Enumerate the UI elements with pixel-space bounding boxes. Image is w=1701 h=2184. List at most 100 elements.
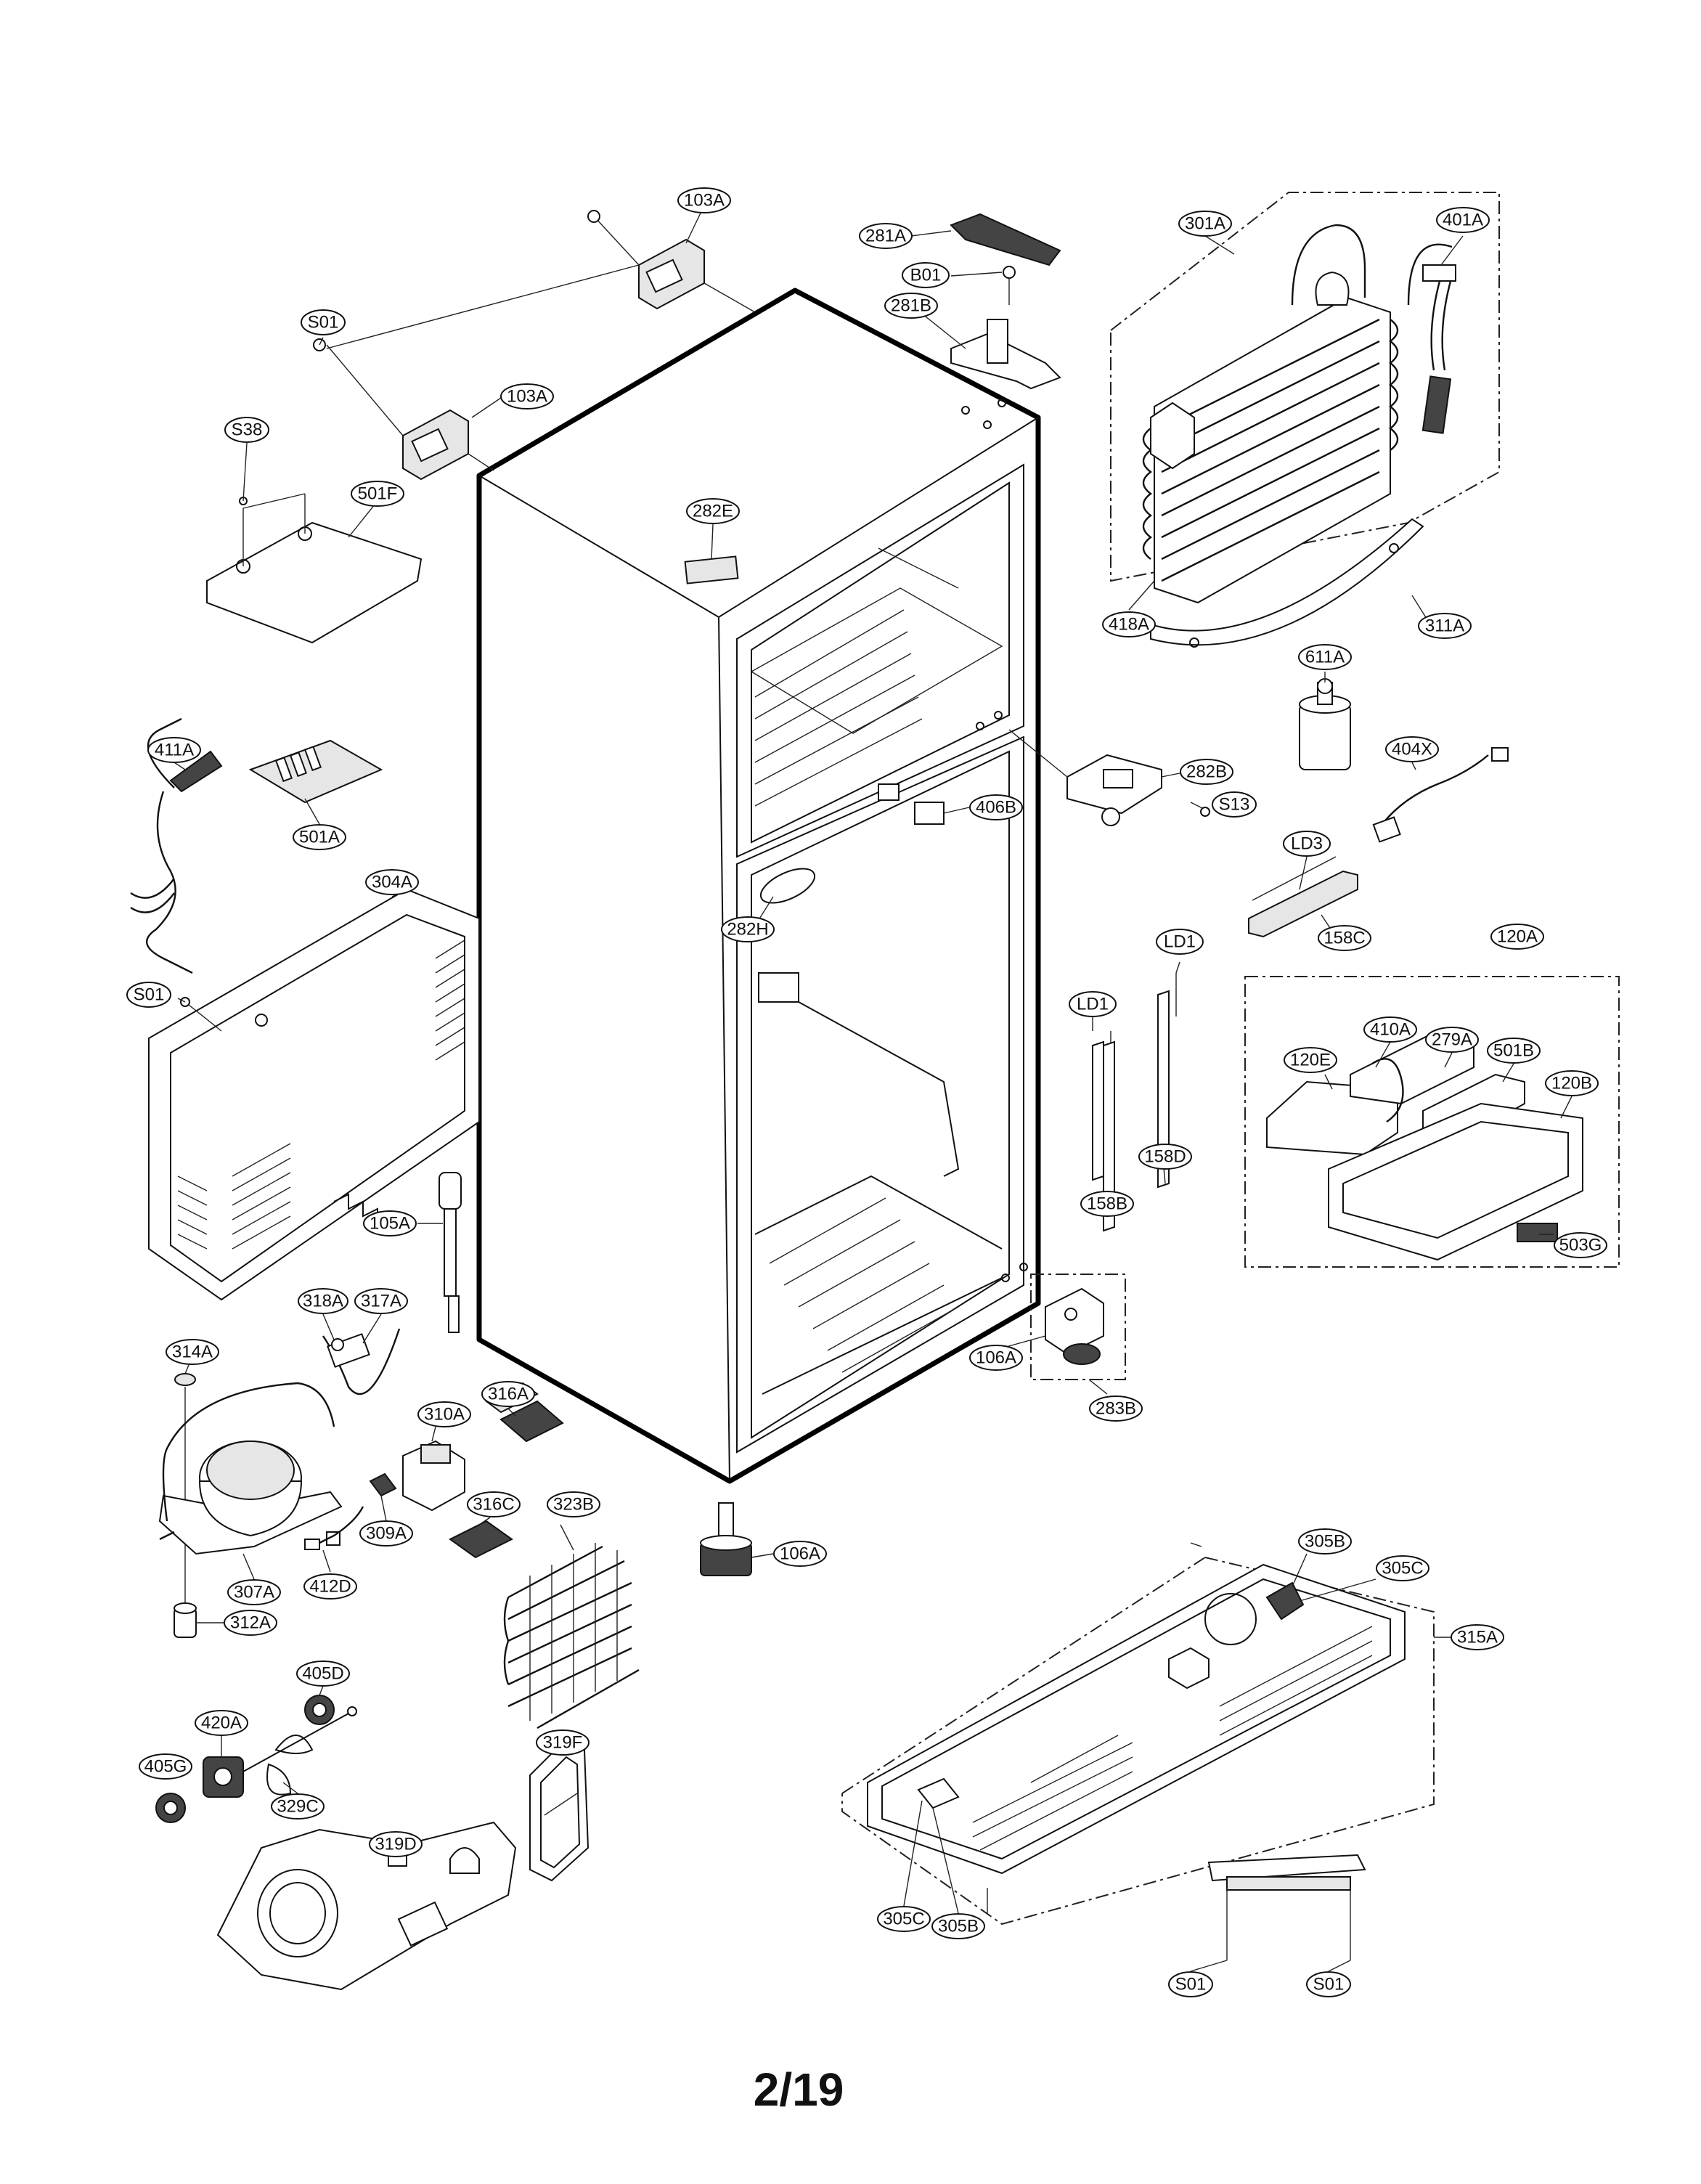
power-cord-411A bbox=[130, 717, 223, 974]
svg-text:307A: 307A bbox=[234, 1583, 274, 1602]
callout-120E: 120E bbox=[1284, 1047, 1337, 1073]
svg-text:405G: 405G bbox=[144, 1757, 187, 1777]
callout-404X: 404X bbox=[1385, 736, 1439, 762]
callout-301A: 301A bbox=[1178, 211, 1232, 237]
callout-120A: 120A bbox=[1490, 924, 1544, 950]
callout-304A: 304A bbox=[365, 869, 419, 895]
cover-plate-501F bbox=[206, 493, 423, 644]
callout-316A: 316A bbox=[481, 1381, 535, 1407]
svg-text:309A: 309A bbox=[366, 1524, 407, 1544]
harness-412D bbox=[304, 1506, 364, 1550]
callout-LD3: LD3 bbox=[1283, 831, 1331, 857]
callout-312A: 312A bbox=[224, 1610, 277, 1636]
callout-329C: 329C bbox=[271, 1793, 325, 1820]
svg-text:158B: 158B bbox=[1087, 1194, 1127, 1214]
cabinet bbox=[476, 288, 1041, 1484]
callout-314A: 314A bbox=[166, 1339, 219, 1365]
svg-text:LD1: LD1 bbox=[1077, 995, 1109, 1014]
svg-text:106A: 106A bbox=[976, 1348, 1016, 1368]
svg-text:329C: 329C bbox=[277, 1797, 318, 1817]
callout-105A: 105A bbox=[363, 1210, 417, 1236]
svg-text:282E: 282E bbox=[693, 502, 733, 521]
callout-309A: 309A bbox=[359, 1520, 413, 1547]
control-board-501A bbox=[248, 739, 383, 804]
callout-LD1-right: LD1 bbox=[1156, 929, 1204, 955]
callout-S01-left: S01 bbox=[126, 982, 171, 1008]
callout-315A: 315A bbox=[1451, 1624, 1504, 1650]
callout-106A-right: 106A bbox=[969, 1345, 1023, 1371]
svg-text:318A: 318A bbox=[303, 1292, 343, 1311]
callout-S01-bottom-right: S01 bbox=[1306, 1971, 1351, 1997]
svg-text:611A: 611A bbox=[1305, 648, 1345, 667]
svg-text:405D: 405D bbox=[302, 1664, 343, 1684]
svg-text:316A: 316A bbox=[488, 1385, 529, 1404]
overload-310A bbox=[369, 1440, 465, 1512]
svg-text:S01: S01 bbox=[308, 313, 339, 333]
svg-text:S13: S13 bbox=[1219, 795, 1250, 815]
callout-316C: 316C bbox=[467, 1491, 521, 1517]
callout-405G: 405G bbox=[139, 1753, 192, 1780]
rear-cover-vents bbox=[177, 940, 465, 1250]
svg-text:B01: B01 bbox=[910, 266, 942, 285]
callout-318A: 318A bbox=[298, 1288, 348, 1314]
callout-281A: 281A bbox=[859, 223, 913, 249]
fan-bushings-405 bbox=[155, 1695, 335, 1823]
callout-311A: 311A bbox=[1418, 613, 1472, 639]
svg-text:282B: 282B bbox=[1186, 762, 1227, 782]
svg-text:LD1: LD1 bbox=[1164, 932, 1196, 952]
callout-319F: 319F bbox=[536, 1729, 590, 1756]
shroud-319F bbox=[529, 1737, 590, 1882]
leader-lines bbox=[174, 205, 1572, 1972]
grommet-314A bbox=[174, 1373, 196, 1605]
svg-text:410A: 410A bbox=[1370, 1020, 1411, 1040]
svg-text:305B: 305B bbox=[1305, 1532, 1345, 1552]
callout-282H: 282H bbox=[721, 916, 775, 942]
svg-text:103A: 103A bbox=[684, 191, 725, 211]
callout-420A: 420A bbox=[195, 1710, 248, 1736]
middle-hinge-282B bbox=[1008, 729, 1210, 826]
svg-text:503G: 503G bbox=[1559, 1236, 1602, 1255]
compressor-307A bbox=[158, 1382, 343, 1555]
fan-motor-420A bbox=[203, 1706, 357, 1798]
svg-text:301A: 301A bbox=[1185, 214, 1225, 234]
callout-labels: 103A 103A S01 S38 501F 281A B01 281B 301… bbox=[126, 187, 1607, 1997]
callout-158B: 158B bbox=[1080, 1191, 1134, 1217]
svg-text:404X: 404X bbox=[1392, 740, 1432, 759]
fan-housing-319D bbox=[216, 1821, 517, 1991]
svg-text:317A: 317A bbox=[361, 1292, 401, 1311]
accumulator-611A bbox=[1299, 678, 1351, 770]
svg-text:319F: 319F bbox=[543, 1733, 583, 1753]
hinge-covers bbox=[313, 210, 756, 481]
condenser-323B bbox=[503, 1543, 640, 1729]
svg-text:319D: 319D bbox=[375, 1835, 416, 1854]
callout-282B: 282B bbox=[1180, 759, 1233, 785]
svg-text:158D: 158D bbox=[1144, 1147, 1186, 1167]
callout-LD1-left: LD1 bbox=[1069, 991, 1117, 1017]
callout-B01: B01 bbox=[902, 262, 950, 288]
svg-text:501B: 501B bbox=[1493, 1041, 1534, 1061]
callout-305B-bottom: 305B bbox=[931, 1913, 985, 1939]
freezer-grille bbox=[750, 547, 1003, 807]
top-hinge-parts bbox=[950, 213, 1061, 390]
svg-text:314A: 314A bbox=[172, 1342, 213, 1362]
fridge-shelves bbox=[754, 972, 1003, 1395]
callout-310A: 310A bbox=[417, 1401, 471, 1427]
svg-text:406B: 406B bbox=[976, 798, 1016, 818]
leveling-leg-106A bbox=[700, 1502, 752, 1576]
svg-text:305C: 305C bbox=[1382, 1559, 1423, 1578]
callout-282E: 282E bbox=[686, 498, 740, 524]
callout-503G: 503G bbox=[1554, 1232, 1607, 1258]
callout-405D: 405D bbox=[296, 1661, 350, 1687]
roller-bracket-283B bbox=[1030, 1274, 1126, 1380]
relay-317A bbox=[322, 1328, 401, 1395]
callout-412D: 412D bbox=[303, 1573, 357, 1600]
led-strips-158B-158D bbox=[1092, 973, 1177, 1232]
svg-text:120B: 120B bbox=[1551, 1074, 1592, 1093]
callout-319D: 319D bbox=[369, 1831, 423, 1857]
callout-283B: 283B bbox=[1089, 1395, 1143, 1422]
callout-411A: 411A bbox=[147, 737, 201, 763]
callout-S01-top: S01 bbox=[301, 309, 346, 335]
svg-text:281A: 281A bbox=[865, 227, 906, 246]
svg-text:S01: S01 bbox=[1175, 1975, 1207, 1994]
